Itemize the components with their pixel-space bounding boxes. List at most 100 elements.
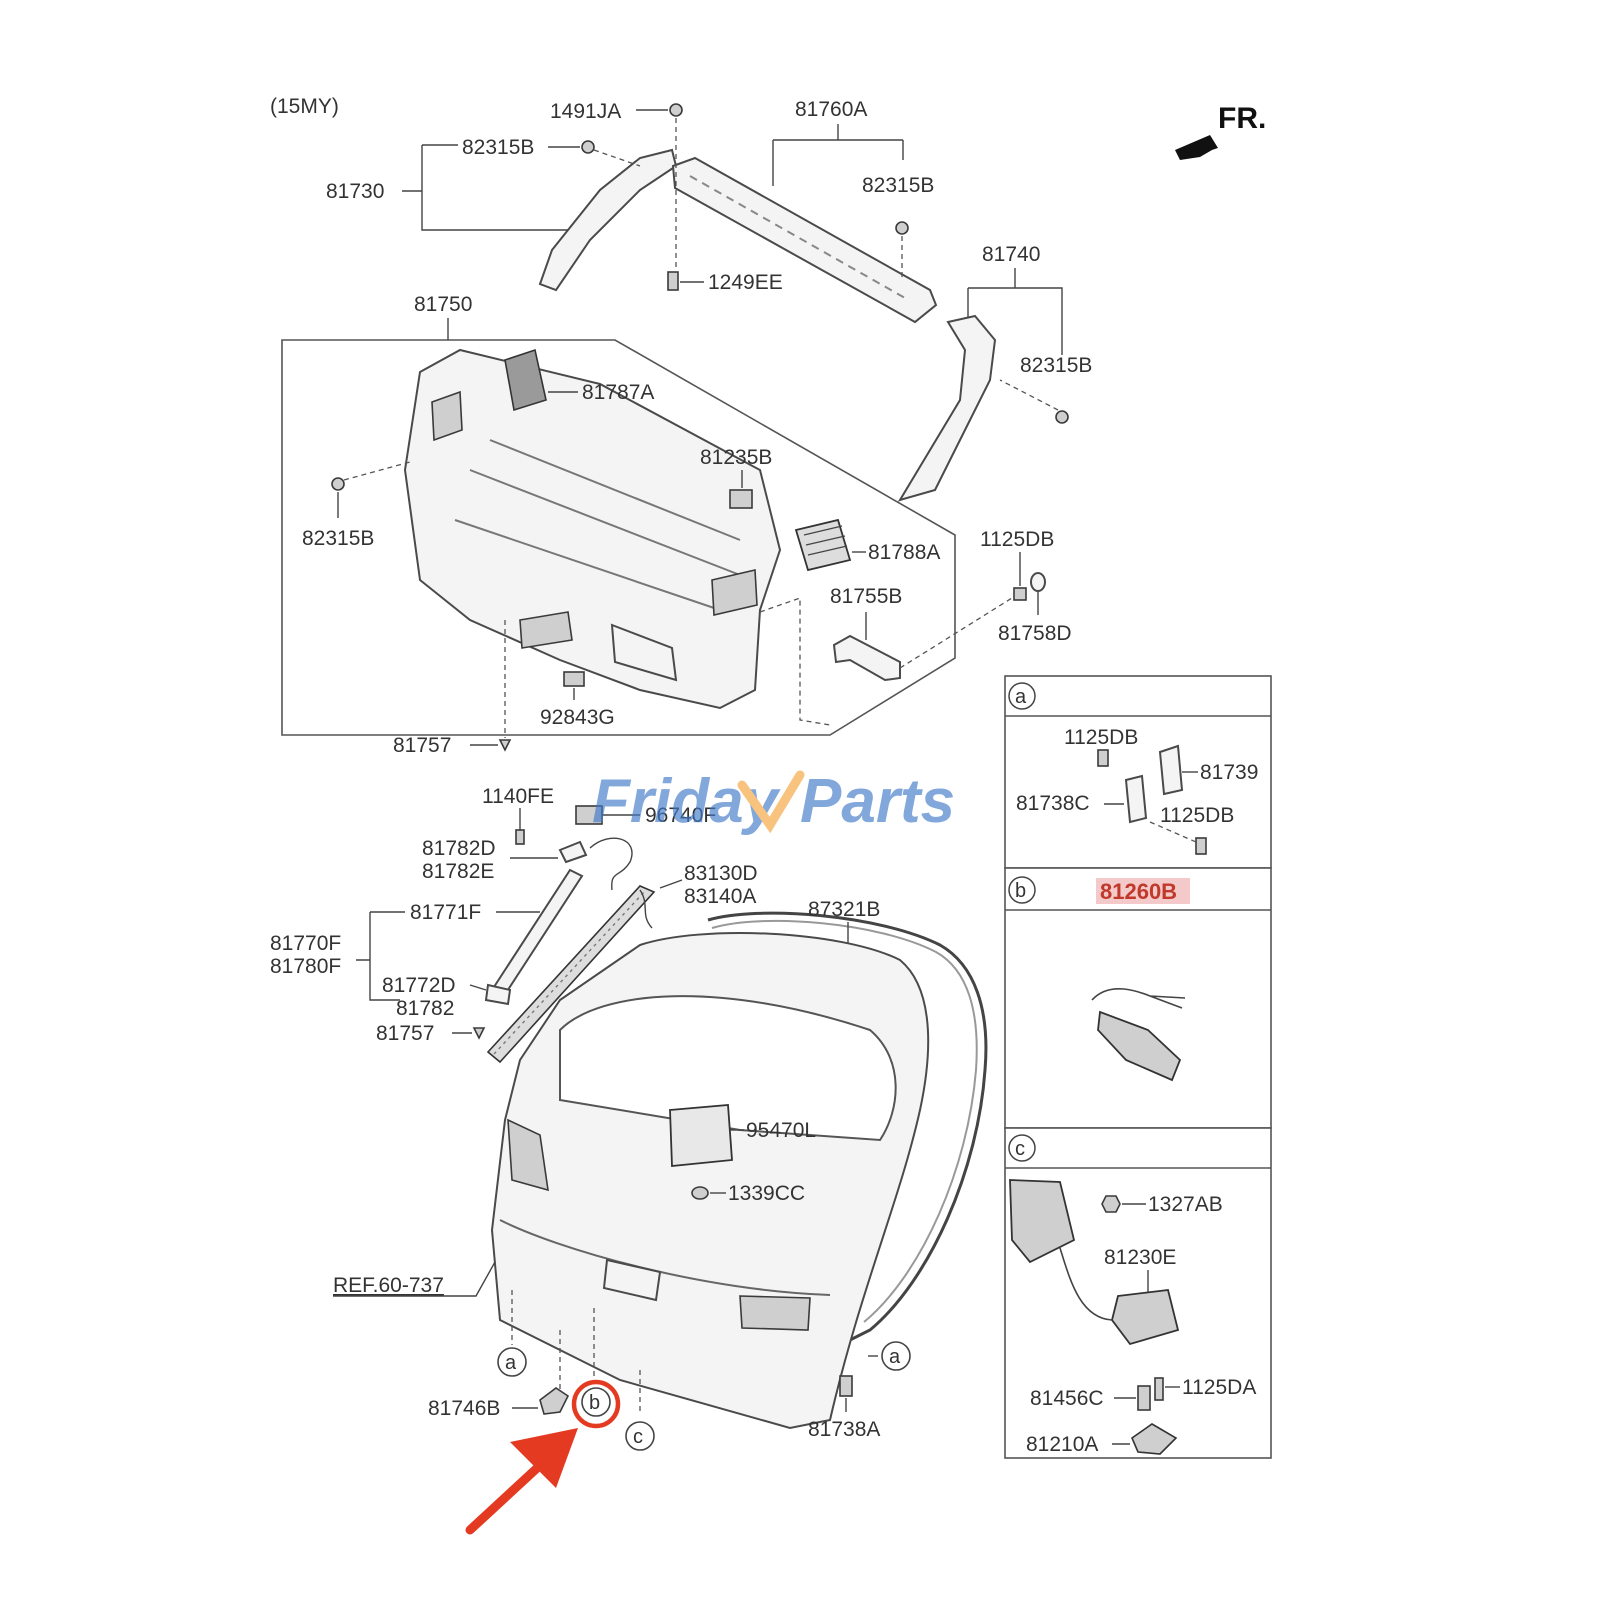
trim-panel-ribs	[454, 439, 741, 611]
callout-81757: 81757	[393, 734, 451, 757]
inset-c-ref-badge	[1008, 1134, 1036, 1162]
callout-81757-lower: 81757	[376, 1022, 434, 1045]
leader-line	[493, 889, 647, 1055]
bolt-1140FE-icon	[515, 829, 525, 845]
callout-81771F: 81771F	[410, 901, 481, 924]
stud-81456C-icon	[1137, 1385, 1151, 1411]
latch-cable	[1059, 1247, 1113, 1321]
bracket-81746B-icon	[539, 1387, 570, 1415]
callout-95470L: 95470L	[746, 1119, 816, 1142]
vent-81787A-icon	[504, 348, 547, 412]
leader-line	[759, 597, 831, 726]
striker-81210A-icon	[1131, 1423, 1178, 1455]
callout-1125DB-inset-bottom: 1125DB	[1160, 804, 1234, 827]
leader-line	[333, 1261, 496, 1297]
panel-group-frame	[281, 339, 956, 736]
leader-line	[711, 919, 978, 1323]
clip-1491JA-icon	[669, 103, 683, 117]
callout-82315B-top: 82315B	[462, 136, 534, 159]
callout-83130D: 83130D	[684, 862, 758, 885]
inset-c-ref-label: c	[1015, 1138, 1025, 1160]
leader-line	[469, 984, 487, 991]
leader-line	[639, 889, 653, 929]
inset-panel-a: a 1125DB 81739 81738C 1125DB	[1004, 675, 1272, 869]
latch-actuator-icon	[1009, 1179, 1076, 1264]
callout-81740: 81740	[982, 243, 1040, 266]
trim-strip-83130D	[486, 885, 656, 1064]
leader-82315B	[999, 379, 1059, 411]
inset-a-ref-badge	[1008, 682, 1036, 710]
callout-81730: 81730	[326, 180, 384, 203]
ref-marker-a-right[interactable]: a	[881, 1341, 911, 1371]
part-81738C-icon	[1124, 774, 1148, 824]
callout-83140A: 83140A	[684, 885, 756, 908]
leader-line	[343, 461, 411, 481]
ref-marker-b-highlighted[interactable]: b	[571, 1379, 621, 1429]
callout-81738A: 81738A	[808, 1418, 880, 1441]
leader-line	[581, 1387, 611, 1417]
nut-1339CC-icon	[691, 1186, 709, 1200]
callout-81456C: 81456C	[1030, 1387, 1104, 1410]
callout-1140FE: 1140FE	[482, 785, 554, 808]
callout-81782: 81782	[396, 997, 454, 1020]
ref-marker-c[interactable]: c	[625, 1421, 655, 1451]
bracket-81739-icon	[1158, 744, 1184, 796]
highlight-circle	[571, 1379, 621, 1429]
inset-b-ref-label: b	[1015, 880, 1026, 902]
inset-panel-b: b 81260B	[1004, 867, 1272, 1129]
bracket-81782D-icon	[558, 840, 588, 864]
callout-92843G: 92843G	[540, 706, 615, 729]
ref-marker-b-label: b	[589, 1392, 600, 1414]
callout-96740F: 96740F	[645, 804, 716, 827]
callout-81770F: 81770F	[270, 932, 341, 955]
ref-marker-a-left-label: a	[505, 1352, 517, 1374]
lamp-housing-right	[739, 1295, 811, 1331]
callout-1249EE: 1249EE	[708, 271, 783, 294]
module-95470L-icon	[669, 1104, 733, 1167]
ref-marker-c-label: c	[633, 1426, 643, 1448]
callout-1491JA: 1491JA	[550, 100, 621, 123]
ref-marker-a-right-label: a	[889, 1346, 901, 1368]
license-lamp-recess	[602, 1258, 662, 1302]
reference-link-60-737[interactable]: REF.60-737	[333, 1274, 444, 1297]
inset-panel-c: c 1327AB 81230E 1125DA 81456C 81210A	[1004, 1127, 1272, 1459]
watermark-text-part2: Parts	[800, 767, 955, 836]
part-92843G-icon	[563, 671, 585, 687]
leader-line	[803, 525, 848, 556]
trim-panel-handle-area	[610, 623, 678, 682]
ref-marker-a-left[interactable]: a	[497, 1347, 527, 1377]
callout-81750: 81750	[414, 293, 472, 316]
clip-82315B-icon	[581, 140, 595, 154]
callout-81739: 81739	[1200, 761, 1258, 784]
callout-81755B: 81755B	[830, 585, 902, 608]
callout-81230E: 81230E	[1104, 1246, 1176, 1269]
callout-1327AB: 1327AB	[1148, 1193, 1223, 1216]
weatherstrip-87321B	[707, 911, 988, 1342]
callout-87321B: 87321B	[808, 898, 880, 921]
trim-panel-pocket-left	[431, 390, 463, 442]
bolt-1125DA-icon	[1154, 1377, 1164, 1401]
side-trim-right-81740	[897, 314, 997, 502]
inset-b-part-number[interactable]: 81260B	[1100, 879, 1177, 904]
bolt-1249EE-icon	[667, 271, 679, 291]
leader-line	[881, 1341, 911, 1371]
grille-81788A-icon	[794, 518, 852, 572]
leader-line	[1004, 867, 1272, 1129]
leader-82315B	[593, 149, 641, 167]
clip-82315B-icon	[895, 221, 909, 235]
callout-81738C: 81738C	[1016, 792, 1090, 815]
callout-1125DA: 1125DA	[1182, 1376, 1256, 1399]
strut-end-81772D	[484, 983, 512, 1006]
bolt-1125DB-icon	[1195, 837, 1207, 855]
callout-81787A: 81787A	[582, 381, 654, 404]
model-year-label: (15MY)	[270, 95, 339, 118]
bolt-1125DB-icon	[1097, 749, 1109, 767]
clip-81757-icon	[472, 1027, 486, 1040]
latch-81230E-icon	[1111, 1289, 1180, 1346]
side-trim-left-81730	[538, 148, 678, 292]
watermark-check-icon	[737, 770, 805, 834]
leader-line	[356, 911, 405, 1001]
callout-81788A: 81788A	[868, 541, 940, 564]
callout-82315B-left: 82315B	[302, 527, 374, 550]
